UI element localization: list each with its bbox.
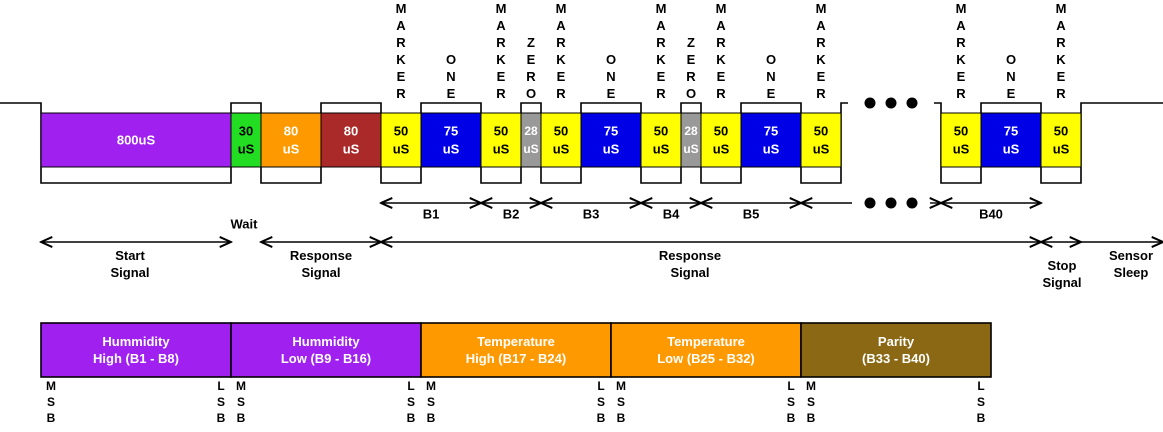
data-byte-label: Parity(B33 - B40): [862, 334, 930, 366]
pulse-block: [740, 112, 802, 168]
pulse-block: [700, 112, 742, 168]
bit-label: B1: [423, 207, 440, 222]
pulse-block: [800, 112, 842, 168]
ellipsis-dot: [906, 97, 918, 109]
bit-label: B2: [503, 207, 520, 222]
pulse-block: [520, 112, 542, 168]
pulse-block: [230, 112, 262, 168]
data-byte-block: [40, 322, 232, 378]
pulse-block: [1040, 112, 1082, 168]
ellipsis-dot: [885, 197, 897, 209]
data-byte-block: [610, 322, 802, 378]
ellipsis-dot: [906, 197, 918, 209]
pulse-block: [940, 112, 982, 168]
ellipsis-dot: [864, 197, 876, 209]
pulse-block: [40, 112, 232, 168]
ellipsis-dot: [864, 97, 876, 109]
pulse-label: 800uS: [117, 133, 156, 148]
bit-label: B3: [583, 207, 600, 222]
pulse-block: [580, 112, 642, 168]
data-byte-block: [800, 322, 992, 378]
bit-label: B40: [979, 207, 1003, 222]
data-byte-block: [230, 322, 422, 378]
pulse-block: [640, 112, 682, 168]
data-byte-block: [420, 322, 612, 378]
pulse-block: [680, 112, 702, 168]
pulse-block: [980, 112, 1042, 168]
pulse-block: [380, 112, 422, 168]
pulse-block: [320, 112, 382, 168]
pulse-block: [260, 112, 322, 168]
phase-label: Wait: [231, 217, 259, 232]
pulse-block: [420, 112, 482, 168]
ellipsis-dot: [885, 97, 897, 109]
pulse-block: [480, 112, 522, 168]
bit-label: B4: [663, 207, 680, 222]
bit-label: B5: [743, 207, 760, 222]
pulse-block: [540, 112, 582, 168]
